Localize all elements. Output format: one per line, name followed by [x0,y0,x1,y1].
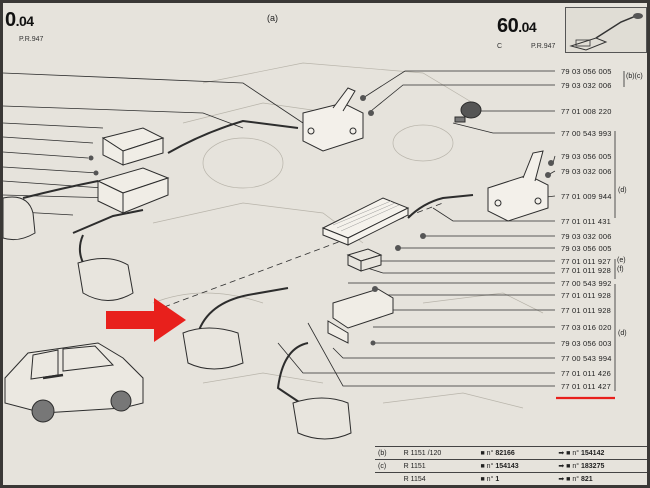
part-number: 79 03 032 006 [561,81,612,90]
part-number: 77 00 543 994 [561,354,612,363]
bracket-label: (e) [617,257,626,264]
part-number: 77 01 011 426 [561,369,612,378]
part-number: 79 03 032 006 [561,167,612,176]
part-number-highlighted: 77 01 011 427 [561,382,612,391]
parts-catalog-page: { "header": { "left_number": "0", "left_… [3,3,647,485]
bracket-label: (f) [617,266,624,273]
part-number: 77 01 009 944 [561,192,612,201]
part-number: 77 01 008 220 [561,107,612,116]
page-number-left: 0.04 [5,9,34,31]
table-row: (c) R 1151 ■ n° 154143 ➡ ■ n° 183275 [375,459,647,473]
page-number-right: 60.04 [497,15,537,37]
part-number: 79 03 056 003 [561,339,612,348]
part-number: 77 01 011 928 [561,306,612,315]
part-number: 79 03 056 005 [561,67,612,76]
page-ref-left: P.R.947 [19,36,44,43]
part-number: 77 03 016 020 [561,323,612,332]
part-number: 77 00 543 993 [561,129,612,138]
bracket-label: (d) [618,330,627,337]
bracket-label: (b)(c) [626,73,643,80]
section-label: (a) [267,13,278,23]
page-ref-right: P.R.947 [531,43,556,50]
part-number: 79 03 032 006 [561,232,612,241]
serial-range-table: (b) R 1151 /120 ■ n° 82166 ➡ ■ n° 154142… [375,446,647,485]
thumbnail-diagram [565,7,647,53]
exploded-view-diagram [3,62,625,440]
part-number: 77 01 011 928 [561,266,612,275]
table-row: (b) R 1151 /120 ■ n° 82166 ➡ ■ n° 154142 [375,446,647,460]
part-number: 77 01 011 928 [561,291,612,300]
page-ref-c: C [497,43,503,50]
part-number: 77 00 543 992 [561,279,612,288]
part-number: 79 03 056 005 [561,152,612,161]
bracket-label: (d) [618,187,627,194]
part-number: 77 01 011 431 [561,217,612,226]
part-number: 79 03 056 005 [561,244,612,253]
part-number: 77 01 011 927 [561,257,612,266]
red-arrow-icon [106,298,186,342]
table-row: R 1154 ■ n° 1 ➡ ■ n° 821 [375,472,647,485]
